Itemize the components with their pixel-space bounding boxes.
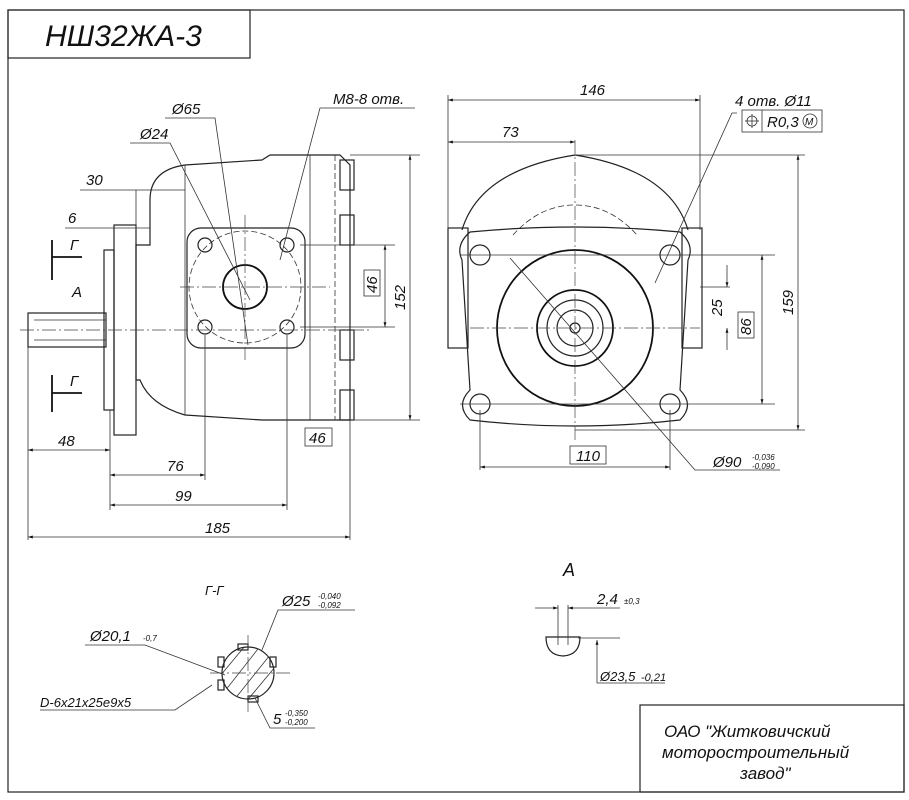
company-line-2: моторостроительный xyxy=(662,743,850,762)
dim-185: 185 xyxy=(205,520,231,537)
dim-d24: Ø24 xyxy=(139,126,168,143)
leader-d65 xyxy=(165,117,249,346)
dim-99: 99 xyxy=(175,488,192,505)
dim-110: 110 xyxy=(576,448,601,465)
leader-holes xyxy=(654,112,737,284)
groove-detail xyxy=(545,636,581,657)
front-view xyxy=(447,95,823,471)
thread-hole xyxy=(197,237,213,253)
dim-30: 30 xyxy=(86,172,103,189)
d90-upper-tolerance: -0,036 xyxy=(752,453,775,462)
dim-d23-5: Ø23,5 xyxy=(599,669,636,684)
company-line-3: завод" xyxy=(739,764,792,783)
bolt-head xyxy=(339,214,355,246)
dim-46-horizontal: 46 xyxy=(309,430,326,447)
dim-152: 152 xyxy=(392,284,409,310)
dim-d65: Ø65 xyxy=(171,101,201,118)
dim-5-lower-tolerance: -0,200 xyxy=(285,718,308,727)
dim-46-vertical: 46 xyxy=(364,276,381,293)
port-plate xyxy=(186,227,306,349)
title-box xyxy=(7,9,251,59)
position-tolerance-frame xyxy=(741,109,823,133)
tolerance-modifier: M xyxy=(805,117,814,128)
box-46-v xyxy=(363,269,381,297)
dim-76: 76 xyxy=(167,458,184,475)
d25-lower-tolerance: -0,092 xyxy=(318,601,341,610)
d20-tolerance: -0,7 xyxy=(143,634,157,643)
drawing-title: НШ32ЖА-3 xyxy=(45,20,202,53)
tolerance-value: R0,3 xyxy=(767,114,799,131)
mmc-modifier-icon xyxy=(802,113,818,129)
view-a xyxy=(535,605,665,684)
side-view xyxy=(20,107,420,540)
section-mark-top xyxy=(51,240,82,280)
bolt-head xyxy=(339,389,355,421)
section-label: Г-Г xyxy=(205,583,224,598)
view-a-label: А xyxy=(562,560,575,580)
section-letter-bottom: Г xyxy=(70,373,80,390)
dim-146: 146 xyxy=(580,82,606,99)
box-46-h xyxy=(304,427,333,447)
company-line-1: ОАО "Житковичский xyxy=(664,722,831,741)
section-view xyxy=(40,609,355,729)
mounting-flange xyxy=(459,226,691,427)
leader-d90 xyxy=(509,257,780,471)
dim-2-4: 2,4 xyxy=(596,591,618,608)
dim-d25: Ø25 xyxy=(281,593,311,610)
dim-6: 6 xyxy=(68,210,77,227)
leader-d24 xyxy=(130,142,251,301)
label-m8-holes: М8-8 отв. xyxy=(333,91,404,108)
thread-hole xyxy=(197,319,213,335)
dim-d90: Ø90 xyxy=(712,454,742,471)
view-letter-a: А xyxy=(71,284,82,301)
thread-hole xyxy=(279,237,295,253)
dim-159: 159 xyxy=(780,289,797,315)
dim-2-4-tolerance: ±0,3 xyxy=(624,597,640,606)
d23-5-tolerance: -0,21 xyxy=(641,672,666,684)
leader-m8 xyxy=(279,107,415,261)
bolt-head xyxy=(339,329,355,361)
label-4-holes: 4 отв. Ø11 xyxy=(735,93,812,110)
section-letter-top: Г xyxy=(70,237,80,254)
box-110 xyxy=(569,445,607,465)
section-mark-bottom xyxy=(51,375,82,412)
thread-hole xyxy=(279,319,295,335)
dim-86: 86 xyxy=(738,318,755,335)
dim-5-upper-tolerance: -0,350 xyxy=(285,709,308,718)
box-86 xyxy=(737,311,755,339)
d25-upper-tolerance: -0,040 xyxy=(318,592,341,601)
drawing-frame xyxy=(7,9,905,793)
spline-designation: D-6x21x25e9x5 xyxy=(40,695,132,710)
bolt-head xyxy=(339,159,355,191)
company-box xyxy=(639,704,905,793)
dim-48: 48 xyxy=(58,433,75,450)
d90-lower-tolerance: -0,090 xyxy=(752,462,775,471)
dim-5: 5 xyxy=(273,711,282,728)
pump-body xyxy=(135,154,351,421)
dim-25: 25 xyxy=(709,299,726,317)
dim-d20: Ø20,1 xyxy=(89,628,131,645)
dim-73: 73 xyxy=(502,124,519,141)
